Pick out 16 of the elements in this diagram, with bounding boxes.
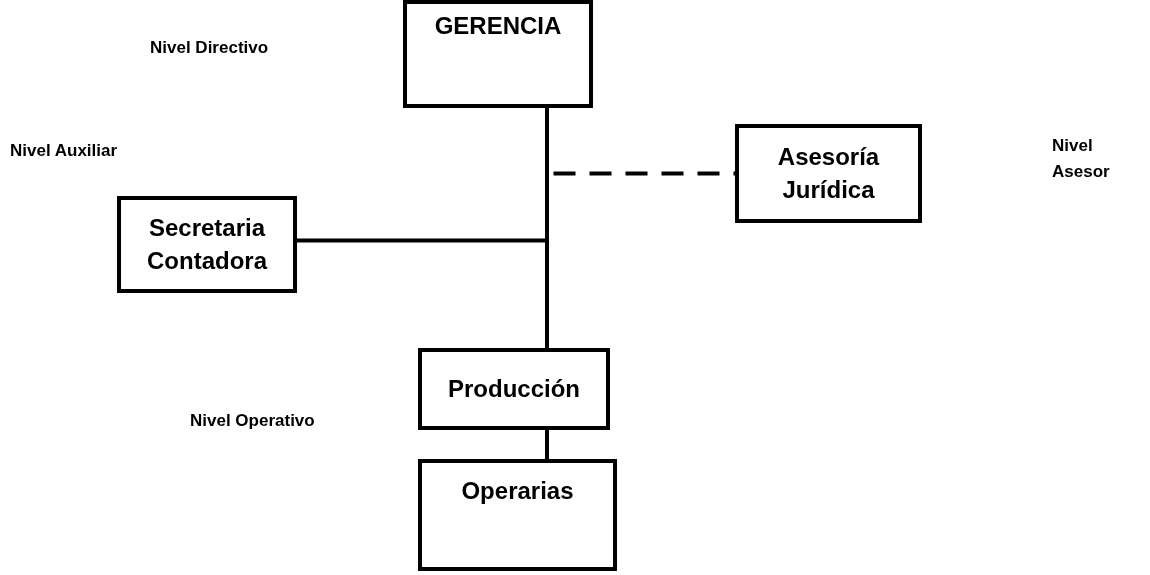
box-title: Secretaria Contadora [146, 213, 269, 276]
level-label: Nivel Directivo [150, 37, 269, 59]
org-box [403, 0, 593, 108]
box-title: Asesoría Jurídica [776, 142, 881, 205]
connector-line [545, 108, 549, 348]
level-label: Nivel Asesor [1052, 135, 1111, 183]
level-label: Nivel Auxiliar [10, 140, 118, 162]
org-box [418, 459, 617, 571]
org-box [117, 196, 297, 293]
box-title: Operarias [461, 476, 574, 506]
box-title: GERENCIA [434, 11, 562, 41]
level-label: Nivel Operativo [190, 410, 315, 432]
org-box [735, 124, 922, 223]
connector-line [545, 430, 549, 459]
org-box [418, 348, 610, 430]
box-title: Producción [448, 373, 580, 404]
